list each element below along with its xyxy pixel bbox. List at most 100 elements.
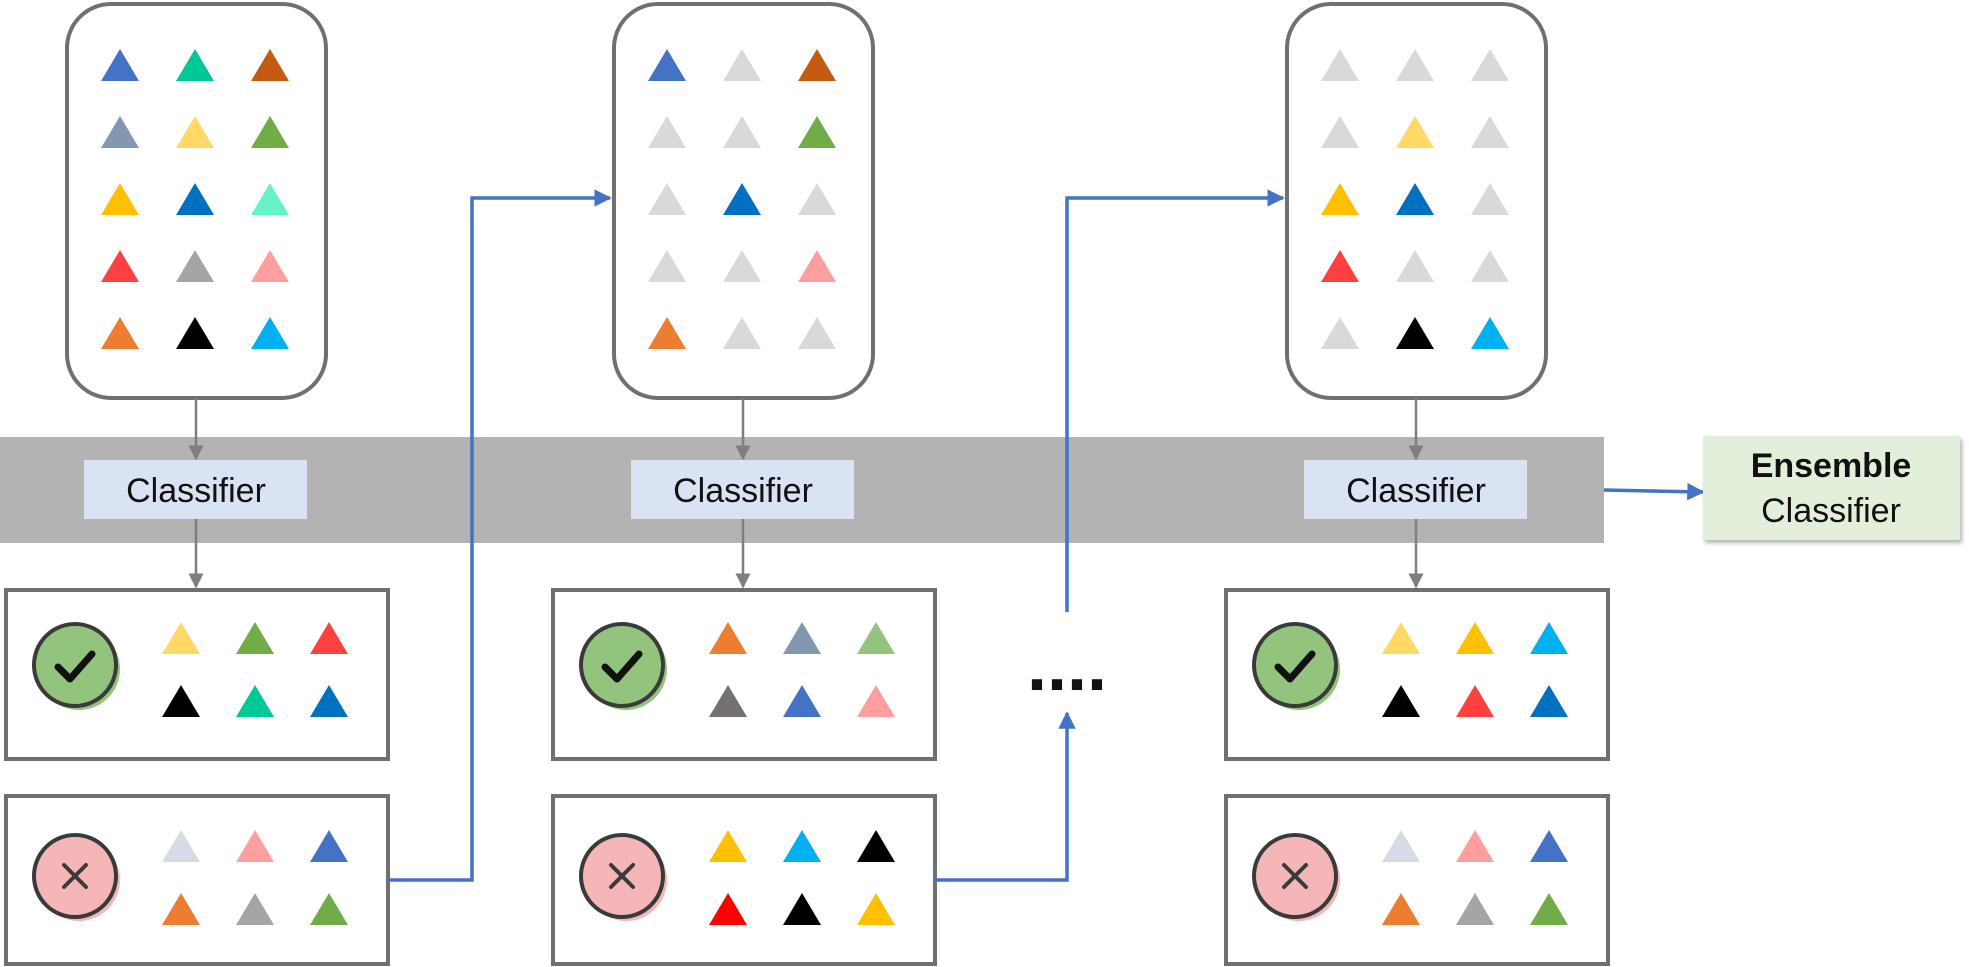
dataset-sample-triangle bbox=[176, 116, 214, 148]
dataset-sample-triangle bbox=[251, 116, 289, 148]
dataset-sample-triangle bbox=[1396, 116, 1434, 148]
dataset-sample-triangle bbox=[1396, 317, 1434, 349]
misclassified-sample-triangle bbox=[1530, 893, 1568, 925]
misclassified-sample-triangle bbox=[310, 893, 348, 925]
flow-arrow-to-ensemble bbox=[1603, 482, 1705, 501]
correct-sample-triangle bbox=[310, 685, 348, 717]
classifier-box bbox=[1304, 460, 1527, 519]
stage-1: Classifier bbox=[4, 2, 390, 966]
dataset-sample-triangle bbox=[101, 183, 139, 215]
correct-sample-triangle bbox=[1456, 622, 1494, 654]
dataset-sample-triangle bbox=[1471, 250, 1509, 282]
misclassified-sample-triangle bbox=[310, 830, 348, 862]
classifier-label: Classifier bbox=[126, 472, 266, 510]
dataset-sample-triangle bbox=[176, 250, 214, 282]
dataset-sample-triangle bbox=[251, 317, 289, 349]
dataset-sample-triangle bbox=[1321, 250, 1359, 282]
dataset-sample-triangle bbox=[648, 317, 686, 349]
misclassified-sample-triangle bbox=[857, 893, 895, 925]
dataset-sample-triangle bbox=[1321, 49, 1359, 81]
flow-arrow-1-to-2 bbox=[388, 189, 612, 882]
misclassified-sample-triangle bbox=[709, 893, 747, 925]
flow-arrow-ellipsis-to-3 bbox=[1065, 189, 1285, 612]
dataset-sample-triangle bbox=[723, 250, 761, 282]
misclassified-sample-triangle bbox=[236, 893, 274, 925]
misclassified-sample-triangle bbox=[1382, 830, 1420, 862]
dataset-sample-triangle bbox=[251, 49, 289, 81]
correct-sample-triangle bbox=[236, 622, 274, 654]
misclassified-sample-triangle bbox=[1456, 830, 1494, 862]
correct-sample-triangle bbox=[709, 685, 747, 717]
correct-sample-triangle bbox=[1382, 622, 1420, 654]
classifier-box bbox=[631, 460, 854, 519]
dataset-sample-triangle bbox=[798, 183, 836, 215]
dataset-sample-triangle bbox=[1396, 183, 1434, 215]
dataset-sample-triangle bbox=[1396, 250, 1434, 282]
correct-sample-triangle bbox=[310, 622, 348, 654]
dataset-sample-triangle bbox=[1321, 183, 1359, 215]
correct-sample-triangle bbox=[709, 622, 747, 654]
ensemble-classifier: Ensemble Classifier bbox=[1703, 436, 1960, 540]
correct-sample-triangle bbox=[783, 685, 821, 717]
dataset-sample-triangle bbox=[648, 49, 686, 81]
dataset-sample-triangle bbox=[1321, 116, 1359, 148]
dataset-sample-triangle bbox=[176, 317, 214, 349]
correct-sample-triangle bbox=[857, 685, 895, 717]
dataset-sample-triangle bbox=[723, 183, 761, 215]
dataset-sample-triangle bbox=[251, 250, 289, 282]
cross-icon bbox=[1252, 833, 1340, 921]
dataset-sample-triangle bbox=[798, 49, 836, 81]
dataset-sample-triangle bbox=[798, 317, 836, 349]
correct-sample-triangle bbox=[1530, 622, 1568, 654]
misclassified-sample-triangle bbox=[1530, 830, 1568, 862]
misclassified-sample-triangle bbox=[857, 830, 895, 862]
misclassified-sample-triangle bbox=[783, 830, 821, 862]
flow-arrow-2-to-ellipsis bbox=[934, 711, 1076, 882]
misclassified-sample-triangle bbox=[1456, 893, 1494, 925]
correct-sample-triangle bbox=[1382, 685, 1420, 717]
dataset-sample-triangle bbox=[1396, 49, 1434, 81]
dataset-sample-triangle bbox=[723, 317, 761, 349]
dataset-sample-triangle bbox=[723, 116, 761, 148]
classifier-box bbox=[84, 460, 307, 519]
stage-3: Classifier bbox=[1224, 2, 1610, 966]
dataset-sample-triangle bbox=[648, 250, 686, 282]
correct-sample-triangle bbox=[236, 685, 274, 717]
correct-sample-triangle bbox=[1456, 685, 1494, 717]
ellipsis-text: .... bbox=[1027, 626, 1107, 706]
dataset-sample-triangle bbox=[101, 116, 139, 148]
correct-sample-triangle bbox=[783, 622, 821, 654]
check-icon bbox=[32, 622, 120, 710]
dataset-sample-triangle bbox=[1471, 183, 1509, 215]
dataset-sample-triangle bbox=[1471, 49, 1509, 81]
ensemble-classifier-label: Classifier bbox=[1761, 492, 1901, 530]
dataset-sample-triangle bbox=[176, 183, 214, 215]
dataset-sample-triangle bbox=[648, 183, 686, 215]
correct-sample-triangle bbox=[857, 622, 895, 654]
correct-sample-triangle bbox=[162, 622, 200, 654]
ensemble-classifier-box bbox=[1703, 436, 1960, 540]
dataset-sample-triangle bbox=[101, 49, 139, 81]
correct-samples-box bbox=[551, 588, 937, 761]
dataset-sample-triangle bbox=[101, 317, 139, 349]
misclassified-sample-triangle bbox=[1382, 893, 1420, 925]
misclassified-sample-triangle bbox=[162, 893, 200, 925]
cross-icon bbox=[579, 833, 667, 921]
classifier-label: Classifier bbox=[673, 472, 813, 510]
misclassified-sample-triangle bbox=[709, 830, 747, 862]
dataset-sample-triangle bbox=[1471, 317, 1509, 349]
cross-icon bbox=[32, 833, 120, 921]
check-icon bbox=[1252, 622, 1340, 710]
dataset-sample-triangle bbox=[176, 49, 214, 81]
dataset-sample-triangle bbox=[251, 183, 289, 215]
misclassified-sample-triangle bbox=[236, 830, 274, 862]
correct-sample-triangle bbox=[1530, 685, 1568, 717]
dataset-sample-triangle bbox=[101, 250, 139, 282]
dataset-sample-triangle bbox=[798, 116, 836, 148]
dataset-sample-triangle bbox=[798, 250, 836, 282]
classifier-label: Classifier bbox=[1346, 472, 1486, 510]
dataset-sample-triangle bbox=[723, 49, 761, 81]
correct-sample-triangle bbox=[162, 685, 200, 717]
stage-2: Classifier bbox=[551, 2, 937, 966]
